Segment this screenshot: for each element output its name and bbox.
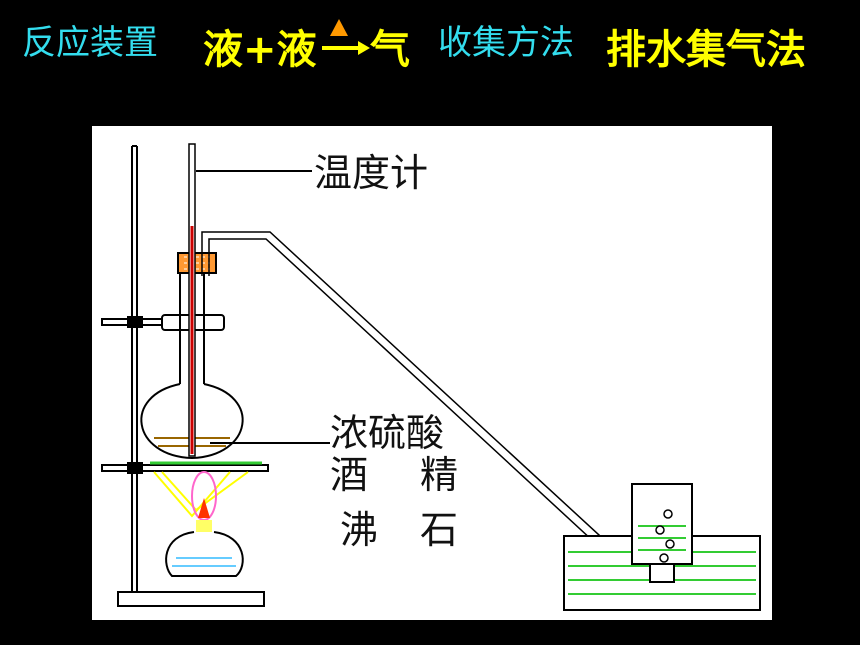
gas-bubble	[665, 539, 675, 549]
apparatus-diagram: 温度计 浓硫酸 酒 精 沸 石	[92, 126, 772, 620]
boiling-chip-label-char-1: 沸	[340, 508, 379, 552]
thermometer	[188, 143, 312, 457]
heat-triangle-icon	[330, 19, 348, 36]
apparatus-value-right: 气	[370, 27, 410, 73]
stand-base	[117, 591, 265, 607]
ring-and-gauze	[101, 461, 269, 474]
alcohol-burner	[153, 471, 249, 577]
apparatus-value-left: 液+液	[203, 27, 317, 73]
flask-clamp	[101, 314, 225, 331]
heated-reaction-arrow	[320, 14, 370, 64]
gas-bubble	[655, 525, 665, 535]
gas-bubble	[659, 553, 669, 563]
arrow-head-icon	[358, 41, 370, 55]
gas-bubble	[663, 509, 673, 519]
alcohol-label-char-1: 酒	[330, 453, 369, 497]
boiling-chip-label-char-2: 石	[420, 508, 459, 552]
apparatus-label: 反应装置	[22, 23, 158, 63]
water-trough	[563, 535, 761, 611]
gas-collection-bottle	[631, 483, 693, 583]
alcohol-label-char-2: 精	[420, 453, 459, 497]
conc-acid-label: 浓硫酸	[330, 411, 445, 455]
iron-stand	[117, 145, 265, 607]
rubber-stopper	[177, 252, 217, 274]
collection-value: 排水集气法	[606, 27, 806, 73]
thermometer-label: 温度计	[314, 151, 429, 195]
collection-label: 收集方法	[438, 23, 574, 63]
